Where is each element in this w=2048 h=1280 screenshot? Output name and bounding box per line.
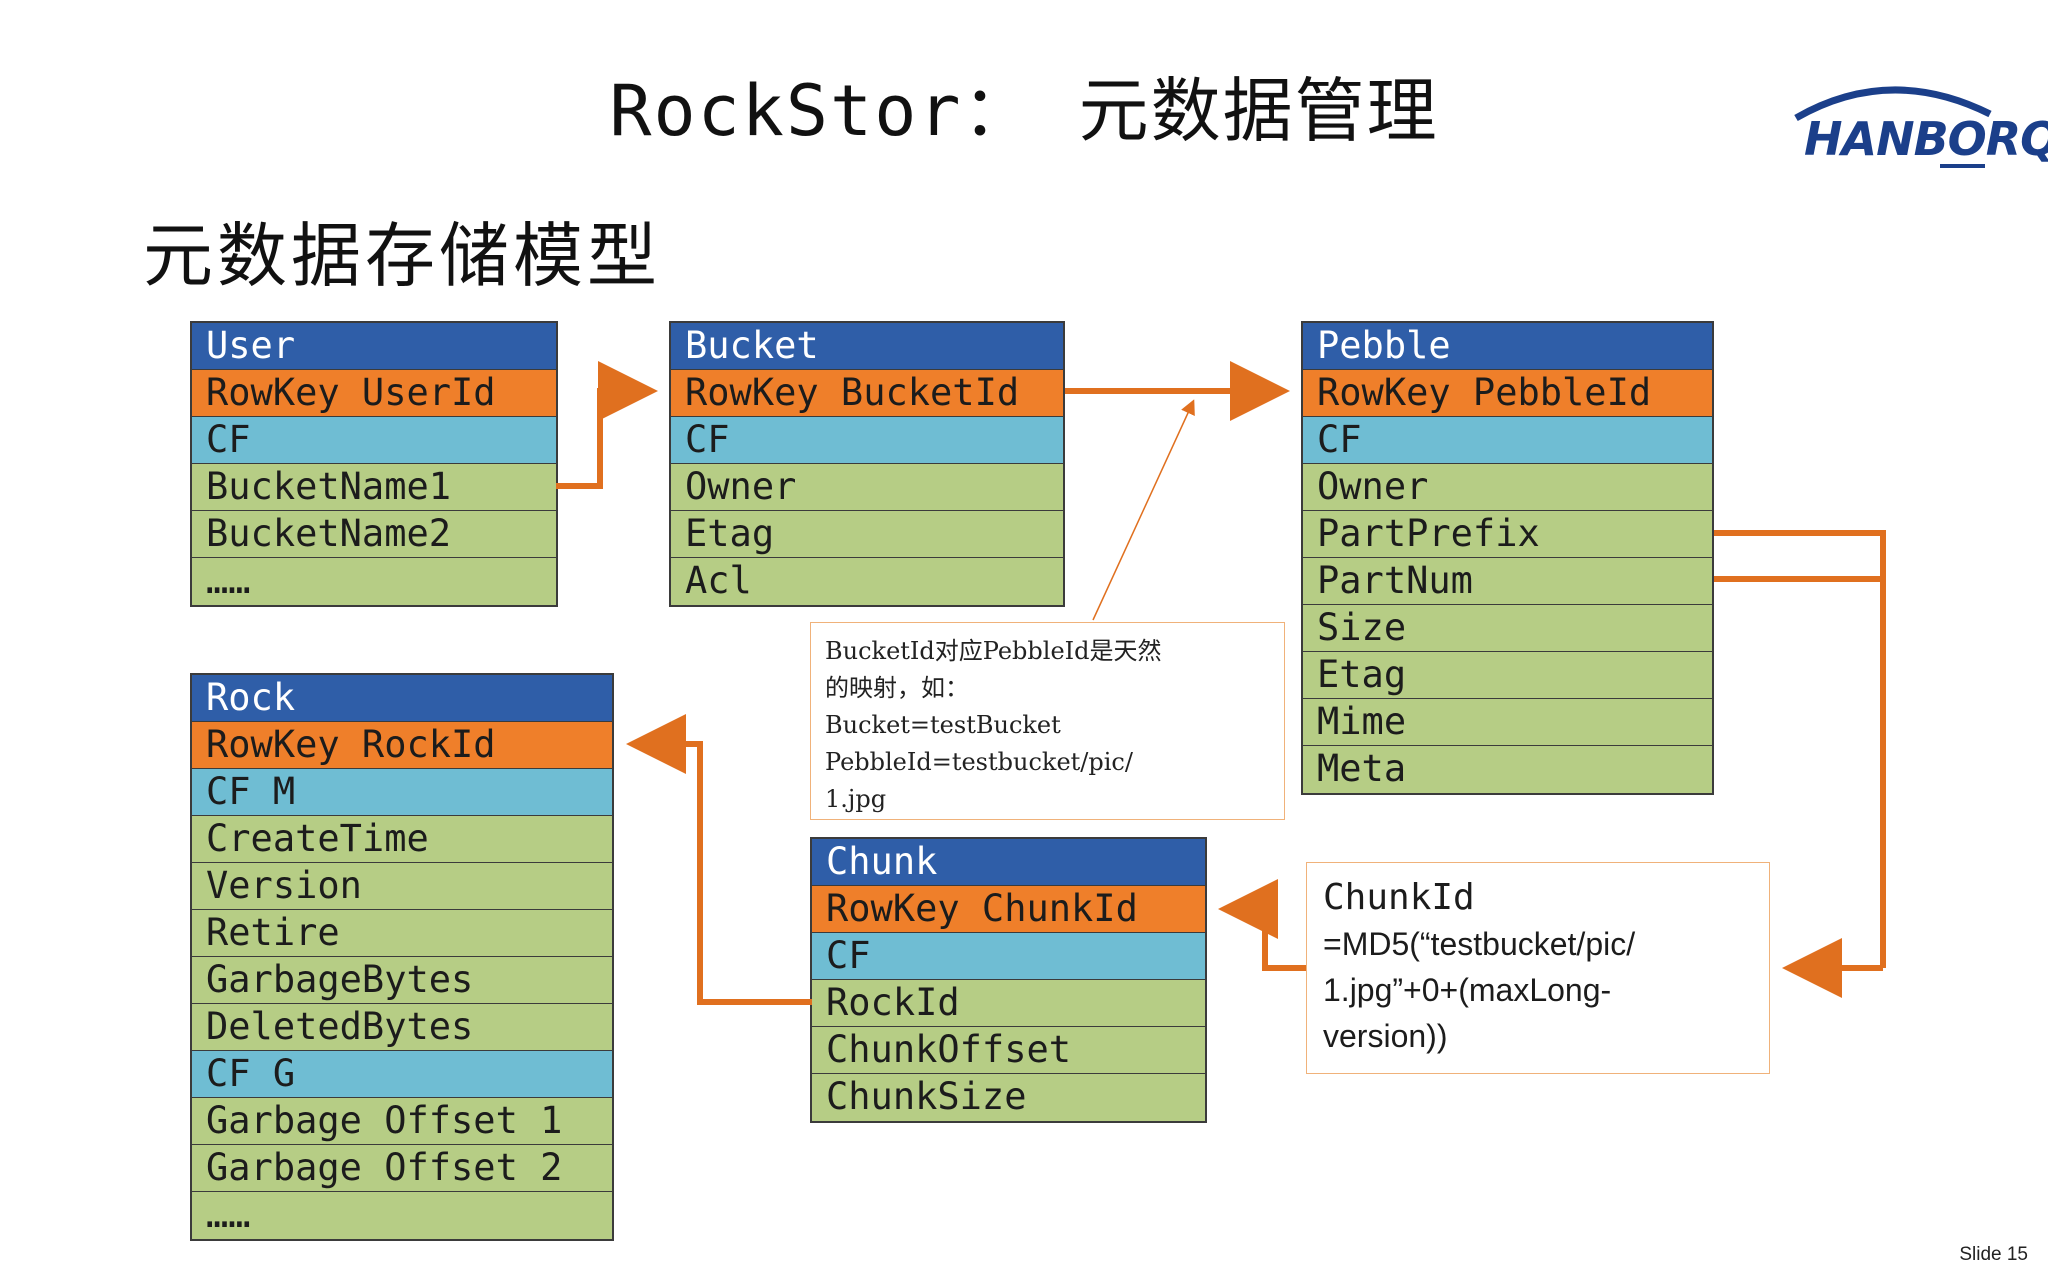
field-row: …… [192, 558, 556, 605]
field-row: Garbage Offset 2 [192, 1145, 612, 1192]
field-row: Owner [1303, 464, 1712, 511]
field-row: RockId [812, 980, 1205, 1027]
field-row: Owner [671, 464, 1063, 511]
chunkid-note: ChunkId =MD5(“testbucket/pic/ 1.jpg”+0+(… [1306, 862, 1770, 1074]
rowkey-row: RowKey UserId [192, 370, 556, 417]
field-row: PartPrefix [1303, 511, 1712, 558]
table-header: Chunk [812, 839, 1205, 886]
field-row: BucketName1 [192, 464, 556, 511]
field-row: Garbage Offset 1 [192, 1098, 612, 1145]
field-row: Version [192, 863, 612, 910]
arrow-pebble-partprefix [1714, 530, 1886, 968]
table-header: Rock [192, 675, 612, 722]
note-line: =MD5(“testbucket/pic/ [1323, 926, 1636, 962]
slide-title: RockStor： 元数据管理 [609, 70, 1439, 152]
arrow-chunk-to-rock [626, 714, 812, 1005]
note-line: 的映射，如： [825, 674, 969, 702]
table-header: User [192, 323, 556, 370]
note-line: 1.jpg”+0+(maxLong- [1323, 972, 1612, 1008]
field-row: …… [192, 1192, 612, 1239]
note-line: ChunkId [1323, 877, 1475, 918]
field-row: Etag [671, 511, 1063, 558]
arrow-note-pointer [1092, 399, 1195, 621]
field-row: Size [1303, 605, 1712, 652]
field-row: ChunkOffset [812, 1027, 1205, 1074]
field-row: DeletedBytes [192, 1004, 612, 1051]
column-family-row: CF [671, 417, 1063, 464]
field-row: BucketName2 [192, 511, 556, 558]
field-row: Retire [192, 910, 612, 957]
column-family-row: CF M [192, 769, 612, 816]
field-row: Mime [1303, 699, 1712, 746]
field-row: GarbageBytes [192, 957, 612, 1004]
rowkey-row: RowKey RockId [192, 722, 612, 769]
slide-number: Slide 15 [1959, 1244, 2028, 1265]
field-row: ChunkSize [812, 1074, 1205, 1121]
note-line: BucketId对应PebbleId是天然 [825, 637, 1162, 665]
column-family-row: CF G [192, 1051, 612, 1098]
note-line: PebbleId=testbucket/pic/ [825, 748, 1133, 776]
column-family-row: CF [812, 933, 1205, 980]
rowkey-row: RowKey BucketId [671, 370, 1063, 417]
arrow-user-to-bucket [556, 361, 658, 489]
field-row: Etag [1303, 652, 1712, 699]
logo-text: HANBORQ [1804, 112, 2048, 166]
table-header: Bucket [671, 323, 1063, 370]
hanborq-logo [1794, 86, 1992, 168]
mapping-note: BucketId对应PebbleId是天然 的映射，如： Bucket=test… [810, 622, 1285, 820]
table-header: Pebble [1303, 323, 1712, 370]
note-line: version)) [1323, 1018, 1448, 1054]
arrow-chunkid-to-chunk [1218, 879, 1306, 971]
note-line: Bucket=testBucket [825, 711, 1061, 739]
column-family-row: CF [192, 417, 556, 464]
field-row: Acl [671, 558, 1063, 605]
rowkey-row: RowKey PebbleId [1303, 370, 1712, 417]
field-row: PartNum [1303, 558, 1712, 605]
field-row: CreateTime [192, 816, 612, 863]
rowkey-row: RowKey ChunkId [812, 886, 1205, 933]
column-family-row: CF [1303, 417, 1712, 464]
field-row: Meta [1303, 746, 1712, 793]
note-line: 1.jpg [825, 785, 887, 813]
slide-subtitle: 元数据存储模型 [143, 215, 661, 297]
